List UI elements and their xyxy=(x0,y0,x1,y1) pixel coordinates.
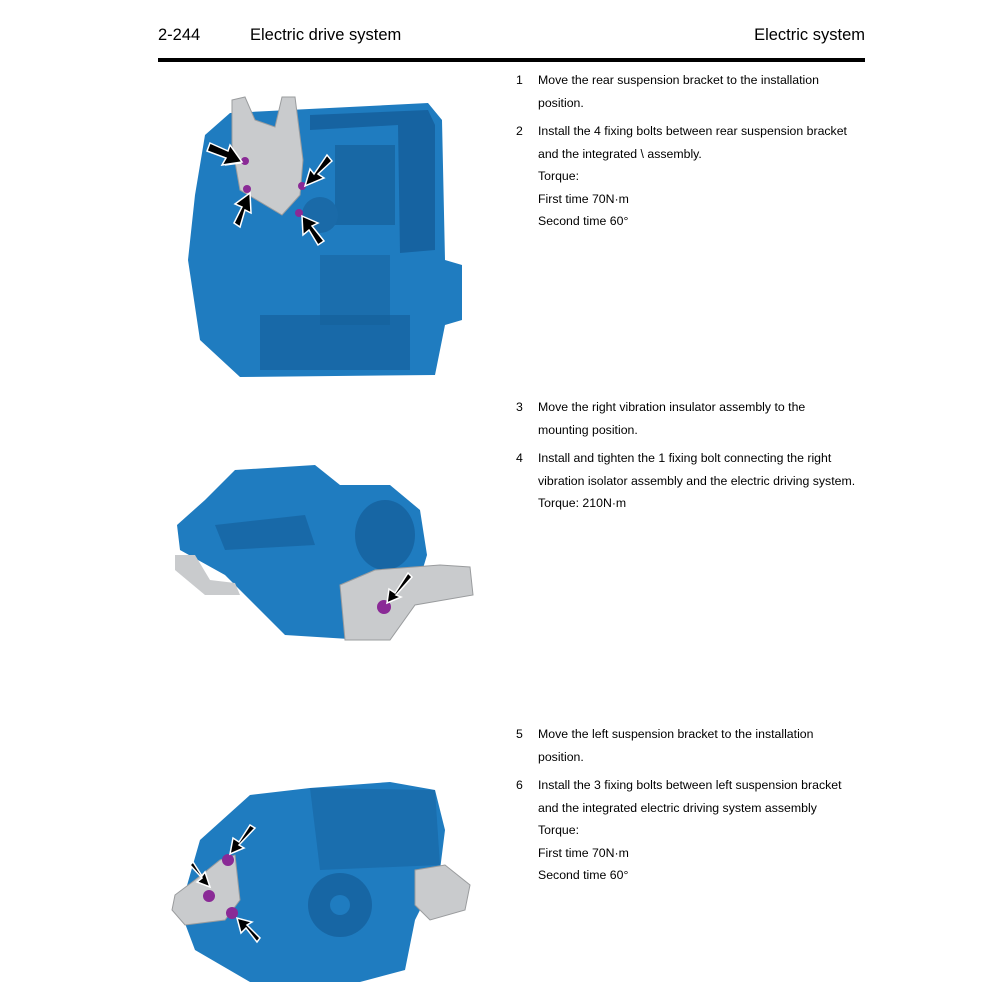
transmission-housing-illustration xyxy=(188,96,462,377)
left-suspension-bracket-figure xyxy=(160,770,480,995)
bolt-icon xyxy=(241,157,249,165)
callout-arrow-icon xyxy=(188,860,212,889)
torque-second-value: Second time 60° xyxy=(538,214,629,228)
step-text: vibration isolator assembly and the elec… xyxy=(538,473,856,488)
torque-label: Torque: xyxy=(538,169,580,183)
step-text: position. xyxy=(538,95,584,110)
page-number: 2-244 xyxy=(158,26,201,44)
step-item: 1 Move the rear suspension bracket to th… xyxy=(516,69,876,114)
step-number: 2 xyxy=(516,124,523,138)
step-item: 2 Install the 4 fixing bolts between rea… xyxy=(516,120,876,233)
torque-first-value: First time 70N·m xyxy=(538,191,629,206)
step-text: Move the left suspension bracket to the … xyxy=(538,727,814,741)
steps-block-1: 1 Move the rear suspension bracket to th… xyxy=(516,69,876,239)
page-header: 2-244 Electric drive system Electric sys… xyxy=(158,26,865,48)
step-text: Move the rear suspension bracket to the … xyxy=(538,73,819,87)
callout-arrow-icon xyxy=(303,153,334,188)
callout-arrow-icon xyxy=(301,214,326,247)
step-item: 4 Install and tighten the 1 fixing bolt … xyxy=(516,447,876,515)
step-text: position. xyxy=(538,749,584,764)
step-text: Install and tighten the 1 fixing bolt co… xyxy=(538,451,832,465)
callout-arrow-icon xyxy=(235,916,261,944)
step-text: Install the 4 fixing bolts between rear … xyxy=(538,124,847,138)
bolt-icon xyxy=(243,185,251,193)
transmission-housing-illustration xyxy=(171,782,471,982)
callout-arrow-icon xyxy=(233,191,252,229)
step-text: mounting position. xyxy=(538,422,638,437)
bolt-icon xyxy=(203,890,215,902)
header-divider xyxy=(158,58,865,62)
rear-suspension-bracket-figure xyxy=(170,85,470,385)
right-vibration-insulator-figure xyxy=(165,455,485,655)
step-item: 5 Move the left suspension bracket to th… xyxy=(516,723,876,768)
bolt-icon xyxy=(298,182,306,190)
bolt-icon xyxy=(226,907,238,919)
step-text: and the integrated electric driving syst… xyxy=(538,800,817,815)
step-number: 3 xyxy=(516,400,523,414)
torque-first-value: First time 70N·m xyxy=(538,845,629,860)
step-number: 4 xyxy=(516,451,523,465)
step-text: Move the right vibration insulator assem… xyxy=(538,400,806,414)
step-number: 6 xyxy=(516,778,523,792)
section-title: Electric drive system xyxy=(250,26,402,44)
callout-arrow-icon xyxy=(206,141,244,166)
step-item: 6 Install the 3 fixing bolts between lef… xyxy=(516,774,876,887)
transmission-housing-illustration xyxy=(175,465,474,641)
callout-arrow-icon xyxy=(386,571,414,605)
bolt-icon xyxy=(222,854,234,866)
callout-arrow-icon xyxy=(229,823,257,856)
step-number: 5 xyxy=(516,727,523,741)
step-text: Install the 3 fixing bolts between left … xyxy=(538,778,842,792)
torque-label: Torque: xyxy=(538,823,580,837)
step-item: 3 Move the right vibration insulator ass… xyxy=(516,396,876,441)
steps-block-2: 3 Move the right vibration insulator ass… xyxy=(516,396,876,521)
chapter-title: Electric system xyxy=(754,26,865,44)
step-number: 1 xyxy=(516,73,523,87)
bolt-icon xyxy=(295,209,303,217)
steps-block-3: 5 Move the left suspension bracket to th… xyxy=(516,723,876,893)
torque-value: Torque: 210N·m xyxy=(538,496,627,510)
step-text: and the integrated \ assembly. xyxy=(538,146,702,161)
torque-second-value: Second time 60° xyxy=(538,868,629,882)
